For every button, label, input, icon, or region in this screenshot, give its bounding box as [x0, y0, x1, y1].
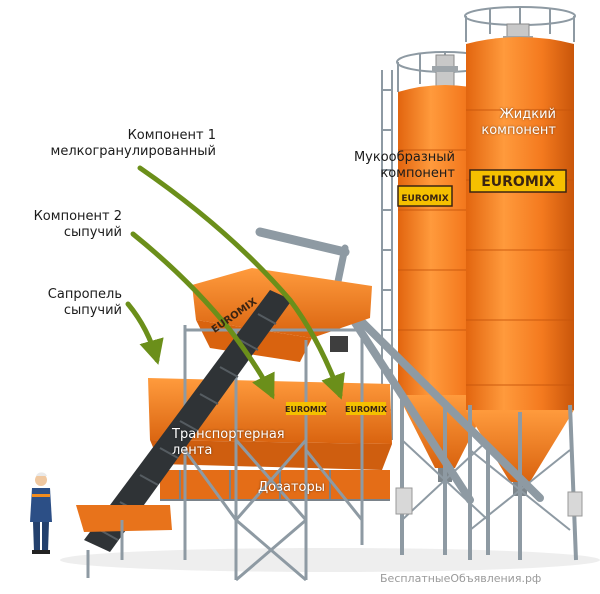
- conveyor-belt: [76, 290, 292, 578]
- arrow-component-1: [137, 165, 345, 400]
- brand-badge-liquid: EUROMIX: [469, 169, 567, 193]
- label-sapropel: Сапропель сыпучий: [47, 287, 122, 318]
- label-liquid-component: Жидкий компонент: [481, 107, 556, 138]
- svg-text:EUROMIX: EUROMIX: [285, 405, 328, 414]
- annotation-arrows: [125, 165, 345, 400]
- label-component-2: Компонент 2 сыпучий: [33, 209, 122, 240]
- label-conveyor-belt: Транспортерная лента: [172, 427, 285, 458]
- brand-badge-bin-1: EUROMIX: [285, 402, 328, 415]
- label-component-1: Компонент 1 мелкогранулированный: [50, 128, 216, 159]
- svg-text:EUROMIX: EUROMIX: [401, 194, 448, 204]
- worker-figure: [30, 472, 52, 554]
- brand-badge-bin-2: EUROMIX: [345, 402, 388, 415]
- arrow-sapropel: [125, 301, 164, 365]
- svg-text:EUROMIX: EUROMIX: [345, 405, 388, 414]
- brand-badge-powder: EUROMIX: [397, 185, 453, 207]
- steel-frame: [183, 325, 364, 582]
- svg-text:EUROMIX: EUROMIX: [481, 174, 555, 190]
- label-dosers: Дозаторы: [258, 480, 326, 495]
- ground-shadow: [60, 548, 600, 572]
- watermark: БесплатныеОбъявления.рф: [380, 572, 542, 585]
- liquid-silo: [464, 6, 583, 561]
- arrow-component-2: [130, 231, 275, 400]
- label-powder-component: Мукообразный компонент: [353, 150, 455, 181]
